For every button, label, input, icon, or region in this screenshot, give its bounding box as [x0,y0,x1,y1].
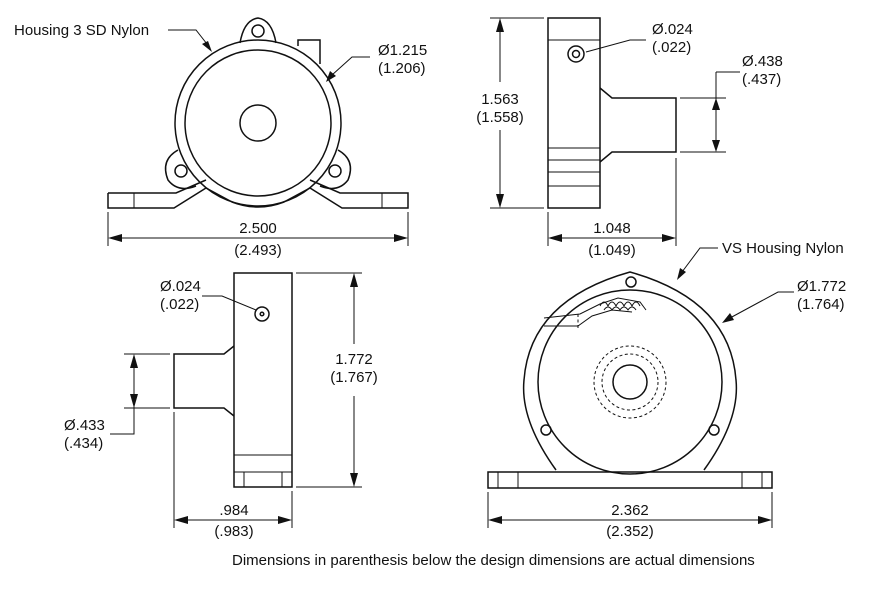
dim-arrow [130,394,138,408]
diameter-leader-vs [729,291,794,319]
callout-leader-housing-3sd [168,29,208,45]
hole-actual-vs: (.022) [160,296,199,313]
leader-arrow [722,313,734,323]
width-actual-3sd: (2.493) [234,242,282,259]
housing-outer-profile [522,271,738,471]
diameter-actual-3sd: (1.206) [378,60,426,77]
left-ear-hole [174,164,188,178]
dim-arrow [350,473,358,487]
boss-actual-vs: (.434) [64,435,103,452]
housing-outer-circle [174,39,342,207]
leader-arrow [326,71,336,82]
side-view-3sd-housing [490,17,740,246]
depth-actual-3sd: (1.049) [588,242,636,259]
dim-arrow [108,234,122,242]
dim-arrow [278,516,292,524]
diameter-leader-3sd [331,56,370,76]
right-ear [319,149,352,190]
hole-leader-vs [202,295,257,311]
dim-arrow [394,234,408,242]
pin-hole-inner [571,49,581,59]
hole-actual-3sd: (.022) [652,39,691,56]
dim-arrow [130,354,138,368]
top-tab [297,39,321,64]
front-view-3sd-housing [107,17,409,246]
callout-housing-3sd: Housing 3 SD Nylon [14,22,149,39]
boss-design-3sd: Ø.438 [742,53,783,70]
center-bore [612,364,648,400]
center-bore [239,104,277,142]
housing-base [107,179,409,209]
width-design-vs: 2.362 [611,502,649,519]
dim-arrow [174,516,188,524]
side-body [547,17,601,209]
hole-design-3sd: Ø.024 [652,21,693,38]
hidden-bore-outer [593,345,667,419]
width-actual-vs: (2.352) [606,523,654,540]
callout-vs-housing: VS Housing Nylon [722,240,844,257]
width-design-3sd: 2.500 [239,220,277,237]
side-boss [599,87,677,163]
dim-arrow [496,194,504,208]
coil-wire [599,301,641,311]
left-ear [164,149,197,190]
diameter-actual-vs: (1.764) [797,296,845,313]
left-hole [540,424,552,436]
height-actual-vs: (1.767) [330,369,378,386]
hidden-bore-mid [601,353,659,411]
leader-arrow [202,41,212,52]
depth-actual-vs: (.983) [214,523,253,540]
height-actual-3sd: (1.558) [476,109,524,126]
dim-arrow [488,516,502,524]
top-hole [625,276,637,288]
boss-actual-3sd: (.437) [742,71,781,88]
dimension-line [110,366,135,435]
dim-arrow [496,18,504,32]
pin-hole-inner [259,311,265,317]
dim-arrow [662,234,676,242]
dim-arrow [758,516,772,524]
housing-inner-circle [537,289,723,475]
top-ear [239,17,277,44]
housing-inner-circle [184,49,332,197]
housing-base [487,471,773,489]
callout-leader-vs-housing [681,247,718,273]
hole-design-vs: Ø.024 [160,278,201,295]
hole-leader-3sd [585,39,646,53]
side-view-vs-housing [110,272,362,528]
footnote: Dimensions in parenthesis below the desi… [232,552,755,569]
top-ear-hole [251,24,265,38]
diameter-design-vs: Ø1.772 [797,278,846,295]
depth-design-vs: .984 [219,502,248,519]
dim-arrow [712,140,720,152]
dim-arrow [350,273,358,287]
front-view-vs-housing [487,247,794,528]
right-ear-hole [328,164,342,178]
height-design-vs: 1.772 [335,351,373,368]
diameter-design-3sd: Ø1.215 [378,42,427,59]
side-boss [173,345,235,417]
dim-arrow [548,234,562,242]
pin-hole [254,306,270,322]
depth-design-3sd: 1.048 [593,220,631,237]
right-hole [708,424,720,436]
leader-arrow [677,268,686,280]
pin-hole [567,45,585,63]
boss-design-vs: Ø.433 [64,417,105,434]
dim-arrow [712,98,720,110]
side-body [233,272,293,488]
height-design-3sd: 1.563 [481,91,519,108]
coil-slot [543,297,647,327]
